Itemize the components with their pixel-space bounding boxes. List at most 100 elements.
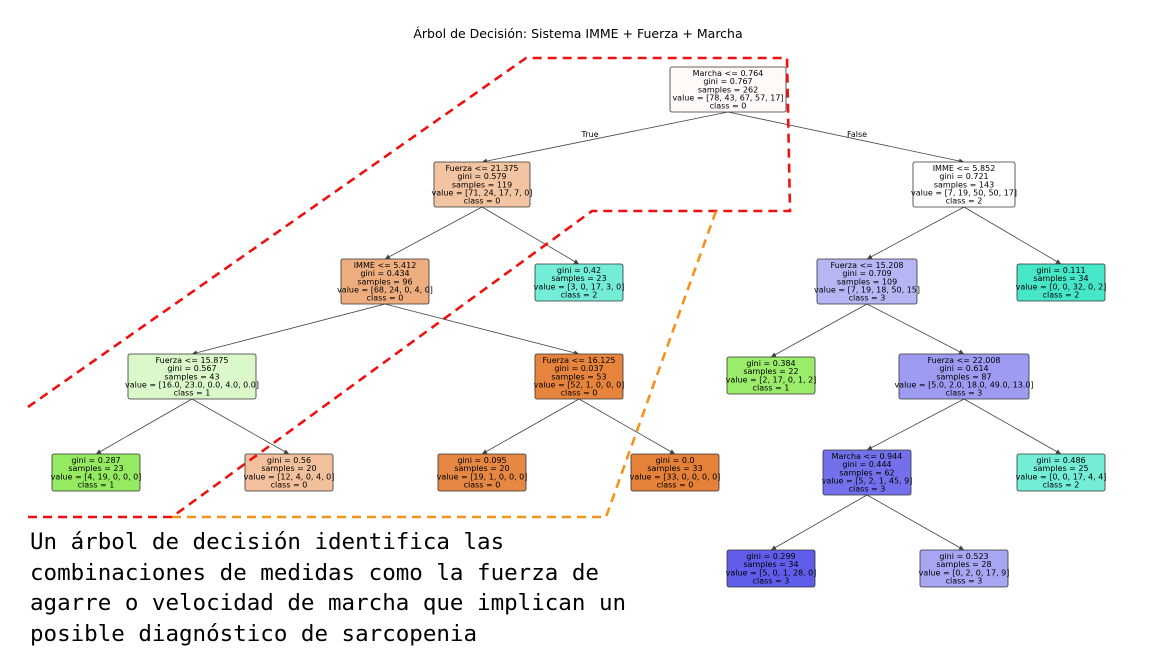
- tree-node-line: class = 3: [946, 577, 983, 586]
- tree-node-line: IMME <= 5.852: [933, 164, 996, 173]
- tree-node-line: gini = 0.767: [703, 77, 752, 86]
- tree-node-line: value = [52, 1, 0, 0, 0]: [534, 381, 625, 390]
- tree-edge: [578, 398, 676, 455]
- tree-node-line: samples = 23: [68, 464, 123, 473]
- tree-node-line: gini = 0.287: [71, 456, 120, 465]
- tree-edge: [481, 206, 580, 265]
- tree-node-line: class = 3: [849, 485, 886, 494]
- tree-node-box: [437, 453, 527, 492]
- tree-edge: [770, 494, 868, 551]
- tree-node-line: samples = 23: [551, 274, 606, 283]
- tree-node-line: class = 0: [367, 294, 404, 303]
- tree-node-line: gini = 0.0: [655, 456, 694, 465]
- tree-node-line: class = 3: [753, 577, 790, 586]
- edge-arrowhead: [96, 449, 102, 454]
- tree-node-line: class = 0: [464, 481, 501, 490]
- edge-arrowhead: [283, 449, 289, 454]
- tree-node-line: value = [5.0, 2.0, 18.0, 49.0, 13.0]: [894, 381, 1033, 390]
- tree-node-line: value = [19, 1, 0, 0, 0]: [437, 472, 528, 481]
- tree-node-line: Fuerza <= 15.875: [155, 356, 228, 365]
- tree-edge: [481, 398, 580, 455]
- tree-node-line: gini = 0.095: [457, 456, 506, 465]
- tree-node-line: value = [0, 0, 17, 4, 4]: [1016, 472, 1107, 481]
- tree-node-line: gini = 0.486: [1036, 456, 1085, 465]
- tree-node-line: class = 2: [1043, 481, 1080, 490]
- tree-node-line: gini = 0.709: [842, 269, 891, 278]
- tree-node-line: samples = 96: [357, 277, 412, 286]
- caption-text: Un árbol de decisión identifica las comb…: [30, 529, 627, 647]
- tree-node-box: [912, 161, 1016, 208]
- tree-edge: [191, 398, 290, 455]
- tree-node-line: value = [71, 24, 17, 7, 0]: [432, 189, 533, 198]
- edge-arrowhead: [573, 259, 579, 264]
- tree-node-line: class = 3: [849, 294, 886, 303]
- tree-node-line: samples = 34: [1033, 274, 1088, 283]
- edge-arrowhead: [482, 449, 488, 454]
- tree-node-line: value = [5, 0, 1, 28, 0]: [726, 568, 817, 577]
- tree-node-line: samples = 33: [647, 464, 702, 473]
- tree-node-box: [816, 258, 918, 305]
- tree-node-line: samples = 22: [743, 367, 798, 376]
- tree-edge: [481, 111, 729, 163]
- tree-node-box: [630, 453, 720, 492]
- tree-node-line: gini = 0.384: [746, 359, 795, 368]
- edge-arrowhead: [771, 545, 777, 550]
- tree-node-line: class = 3: [946, 389, 983, 398]
- tree-node-line: value = [78, 43, 67, 57, 17]: [672, 94, 783, 103]
- tree-node-line: gini = 0.299: [746, 552, 795, 561]
- tree-node-line: samples = 109: [837, 277, 897, 286]
- tree-node-line: samples = 262: [698, 85, 758, 94]
- tree-node-box: [51, 453, 141, 492]
- orange-dashed-region: [172, 210, 718, 519]
- tree-node-box: [898, 353, 1030, 400]
- edge-arrowhead: [385, 254, 391, 259]
- tree-node-line: value = [7, 19, 50, 50, 17]: [911, 189, 1017, 198]
- tree-node-line: class = 1: [78, 481, 115, 490]
- tree-node-box: [433, 161, 531, 208]
- tree-node-box: [919, 549, 1009, 588]
- tree-node-box: [127, 353, 257, 400]
- tree-node-line: value = [0, 0, 32, 0, 2]: [1016, 282, 1107, 291]
- tree-node-line: value = [68, 24, 0, 4, 0]: [337, 286, 433, 295]
- tree-node-line: gini = 0.42: [557, 266, 601, 275]
- tree-node-line: Fuerza <= 22.008: [927, 356, 1000, 365]
- tree-node-line: class = 0: [464, 197, 501, 206]
- tree-node-line: class = 0: [657, 481, 694, 490]
- tree-node-line: value = [3, 0, 17, 3, 0]: [534, 282, 625, 291]
- tree-edge: [866, 398, 965, 451]
- tree-node-line: class = 0: [710, 102, 747, 111]
- tree-node-line: Fuerza <= 16.125: [542, 356, 615, 365]
- tree-node-line: samples = 20: [261, 464, 316, 473]
- tree-edge: [866, 206, 965, 260]
- tree-node-line: class = 0: [271, 481, 308, 490]
- tree-edge: [191, 303, 386, 355]
- tree-node-line: Marcha <= 0.764: [693, 69, 764, 78]
- tree-node-line: gini = 0.037: [554, 364, 603, 373]
- tree-edge: [963, 206, 1062, 265]
- tree-node-line: samples = 20: [454, 464, 509, 473]
- tree-node-line: class = 2: [946, 197, 983, 206]
- tree-node-box: [822, 449, 912, 496]
- edge-arrowhead: [958, 545, 964, 550]
- tree-node-box: [726, 549, 816, 588]
- tree-node-line: samples = 34: [743, 560, 798, 569]
- tree-node-line: samples = 62: [839, 468, 894, 477]
- tree-node-line: samples = 87: [936, 372, 991, 381]
